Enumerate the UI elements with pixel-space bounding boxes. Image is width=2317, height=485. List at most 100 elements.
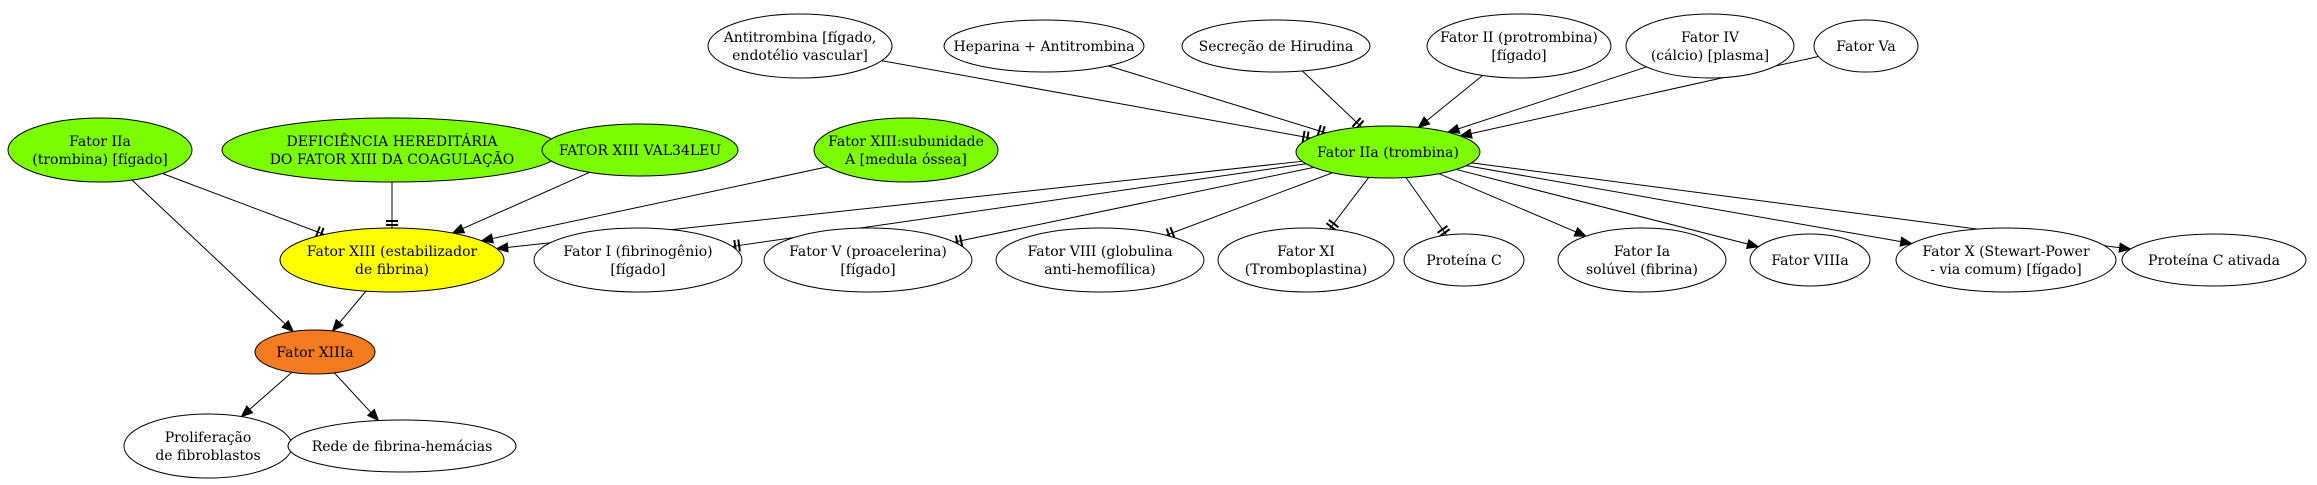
arrowhead (1459, 128, 1473, 139)
inhibit-bar (1439, 228, 1451, 237)
edge-fator-xiiia-to-proliferacao (240, 371, 293, 418)
node-shape (1426, 13, 1612, 79)
inhibit-bar (1301, 130, 1306, 143)
node-shape (1895, 227, 2117, 293)
node-fator-viiia: Fator VIIIa (1749, 233, 1871, 287)
node-shape (123, 413, 293, 479)
edge-fator-ii-to-fator-iia (1417, 75, 1483, 129)
node-shape (533, 227, 743, 293)
node-label: Fator XI (1277, 244, 1335, 260)
inhibit-bar (314, 226, 321, 239)
node-shape (1295, 125, 1481, 179)
edge-fator-xiii-to-fator-xiiia (331, 290, 367, 333)
node-label: DEFICIÊNCIA HEREDITÁRIA (286, 132, 498, 150)
arrowhead (2118, 242, 2132, 253)
node-shape (7, 117, 193, 183)
edges-layer (131, 56, 2132, 422)
node-proteina-c-ativada: Proteína C ativada (2121, 233, 2307, 287)
node-label: Fator X (Stewart-Power (1922, 244, 2090, 260)
arrowhead (281, 319, 295, 333)
node-label: de fibroblastos (155, 448, 260, 464)
node-rede-fibrina: Rede de fibrina-hemácias (287, 419, 517, 473)
edge-fator-iia-to-fator-x (1466, 165, 1913, 247)
node-fator-i: Fator I (fibrinogênio)[fígado] (533, 227, 743, 293)
node-label: (cálcio) [plasma] (1651, 48, 1769, 64)
node-label: [fígado] (840, 262, 895, 278)
node-label: Fator XIII:subunidade (828, 134, 984, 150)
arrowhead (480, 233, 494, 244)
nodes-layer: Antitrombina [fígado, endotélio vascular]… (7, 13, 2307, 479)
node-shape (1217, 227, 1395, 293)
node-label: Fator VIII (globulina (1027, 244, 1172, 260)
node-label: [fígado] (610, 262, 665, 278)
node-label: FATOR XIII VAL34LEU (559, 143, 722, 159)
node-heparina: Heparina + Antitrombina (943, 19, 1145, 73)
node-label: Proteína C ativada (2148, 253, 2280, 269)
node-label: Fator Va (1836, 39, 1895, 55)
node-shape (254, 329, 376, 375)
arrowhead (331, 318, 344, 333)
arrowhead (1417, 116, 1431, 129)
node-label: Fator VIIIa (1771, 253, 1848, 269)
node-shape (763, 227, 973, 293)
node-label: (Tromboplastina) (1245, 262, 1368, 278)
node-shape (943, 19, 1145, 73)
edge-fator-iia-to-proteina-c (1405, 177, 1451, 237)
node-label: Fator V (proacelerina) (789, 244, 947, 260)
node-fator-iv: Fator IV (cálcio) [plasma] (1625, 13, 1795, 79)
node-shape (995, 227, 1205, 293)
node-shape (221, 117, 563, 183)
node-shape (813, 117, 999, 183)
node-shape (1813, 19, 1919, 73)
inhibit-bar (737, 239, 741, 252)
node-hirudina: Secreção de Hirudina (1181, 19, 1371, 73)
node-shape (541, 123, 739, 177)
inhibit-bar (1328, 219, 1340, 229)
node-label: Fator XIII (estabilizador (307, 244, 478, 260)
node-fator-xi: Fator XI (Tromboplastina) (1217, 227, 1395, 293)
node-fator-xiiia: Fator XIIIa (254, 329, 376, 375)
node-label: Fator II (protrombina) (1440, 30, 1598, 46)
node-fator-iia: Fator IIa (trombina) (1295, 125, 1481, 179)
node-label: Heparina + Antitrombina (953, 39, 1134, 55)
node-shape (1625, 13, 1795, 79)
node-antitrombina: Antitrombina [fígado, endotélio vascular] (707, 13, 893, 79)
node-label: [fígado] (1491, 48, 1546, 64)
arrowhead (366, 408, 380, 422)
arrowhead (1745, 238, 1760, 249)
node-label: Proliferação (165, 430, 252, 446)
node-shape (279, 227, 505, 293)
node-shape (1403, 233, 1525, 287)
node-label: Fator IIa (trombina) (1317, 145, 1459, 161)
arrowhead (240, 405, 254, 418)
inhibit-bar (1351, 117, 1362, 128)
edge-deficiencia-to-fator-xiii (386, 182, 398, 228)
node-shape (2121, 233, 2307, 287)
node-label: Fator IIa (69, 134, 131, 150)
inhibit-bar (1169, 226, 1176, 239)
edge-fator-iia-to-fator-ia (1438, 173, 1588, 237)
edge-fator-iia-figado-to-fator-xiii (162, 173, 325, 240)
edge-subunidade-a-to-fator-xiii (480, 166, 828, 244)
node-label: de fibrina) (355, 262, 429, 278)
node-label: (trombina) [fígado] (32, 152, 167, 168)
edge-val34leu-to-fator-xiii (451, 171, 590, 234)
node-label: Fator Ia (1614, 244, 1670, 260)
node-fator-x: Fator X (Stewart-Power- via comum) [fíga… (1895, 227, 2117, 293)
node-label: Antitrombina [fígado, (723, 30, 877, 46)
node-fator-va: Fator Va (1813, 19, 1919, 73)
node-val34leu: FATOR XIII VAL34LEU (541, 123, 739, 177)
node-fator-ii: Fator II (protrombina) [fígado] (1426, 13, 1612, 79)
node-label: Secreção de Hirudina (1199, 39, 1354, 55)
node-fator-iia-figado: Fator IIa (trombina) [fígado] (7, 117, 193, 183)
node-label: Fator IV (1681, 30, 1740, 46)
node-label: A [medula óssea] (844, 152, 967, 168)
node-label: endotélio vascular] (732, 48, 868, 64)
edge-fator-iia-to-fator-xi (1325, 177, 1370, 232)
arrowhead (1899, 236, 1913, 247)
arrowhead (451, 223, 466, 234)
